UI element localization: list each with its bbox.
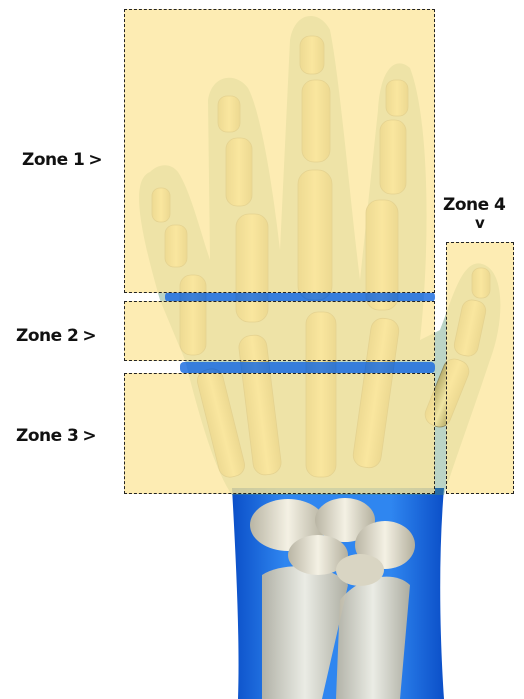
zone-3-marker: > <box>82 426 96 446</box>
zone-2-region <box>124 301 435 361</box>
zone-3-label: Zone 3> <box>16 426 96 446</box>
zone-2-text: Zone 2 <box>16 326 78 346</box>
zone-4-text: Zone 4 <box>443 195 505 215</box>
zone-2-label: Zone 2> <box>16 326 96 346</box>
zone-1-region <box>124 9 435 293</box>
zone-1-text: Zone 1 <box>22 150 84 170</box>
zone-4-label: Zone 4 <box>443 195 505 215</box>
zone-2-marker: > <box>82 326 96 346</box>
zone-1-marker: > <box>88 150 102 170</box>
zone-4-region <box>446 242 514 494</box>
zone-1-label: Zone 1> <box>22 150 102 170</box>
zone-3-region <box>124 373 435 494</box>
zone-4-marker: v <box>475 214 484 232</box>
zone-3-text: Zone 3 <box>16 426 78 446</box>
